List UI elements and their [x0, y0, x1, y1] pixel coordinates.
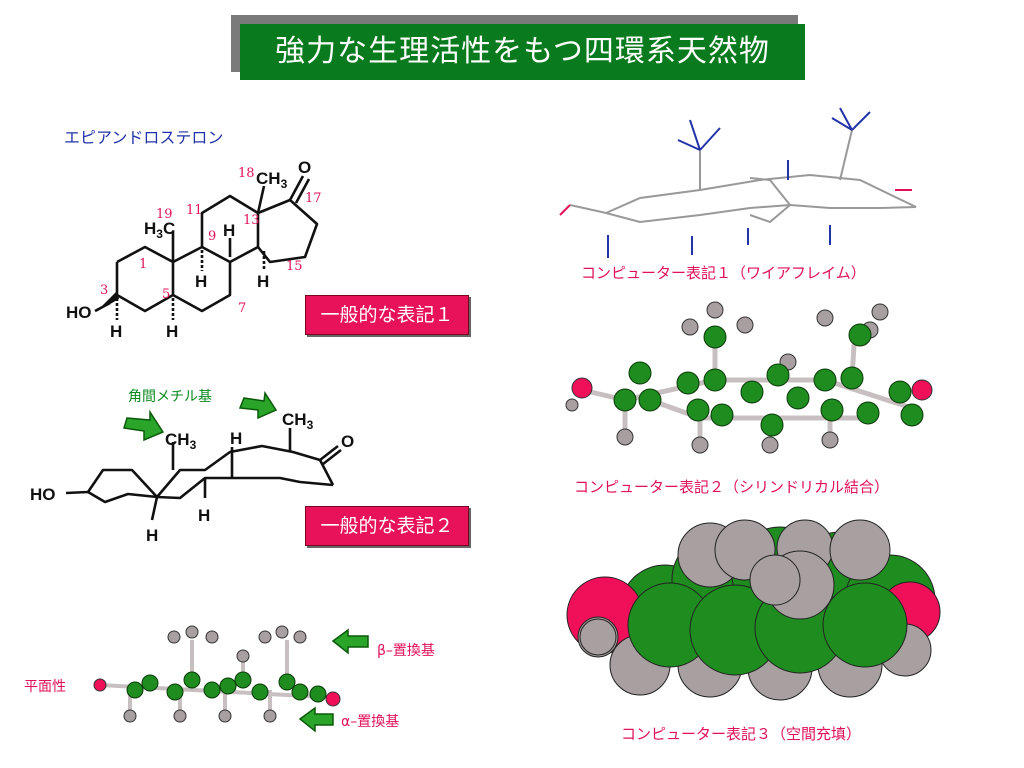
side-view-model	[93, 625, 341, 723]
skeletal-formula	[94, 175, 319, 320]
caption-cylindrical: コンピューター表記２（シリンドリカル結合）	[574, 478, 890, 496]
atom-o-17: O	[298, 158, 311, 177]
atom-h-top: H	[230, 429, 242, 448]
caption-space-filling: コンピューター表記３（空間充填）	[621, 725, 862, 743]
atom-ch3-b: CH3	[282, 410, 314, 432]
atom-h-8: H	[223, 221, 235, 240]
atom-h-mid: H	[198, 506, 210, 525]
locant-13: 13	[243, 213, 260, 228]
locant-7: 7	[238, 301, 246, 316]
locant-3: 3	[100, 283, 108, 298]
chair-formula	[65, 428, 342, 521]
compound-name: エピアンドロステロン	[64, 128, 224, 147]
atom-ch3-a: CH3	[165, 430, 197, 452]
atom-h-3: H	[110, 322, 122, 341]
angular-methyl-label: 角間メチル基	[128, 389, 212, 405]
locant-1: 1	[139, 257, 147, 272]
locant-17: 17	[305, 191, 322, 206]
planar-label: 平面性	[24, 679, 66, 695]
locant-11: 11	[186, 203, 203, 218]
beta-label: β–置換基	[377, 643, 435, 659]
arrow-icon-alpha	[298, 706, 334, 733]
box-label-2: 一般的な表記２	[305, 506, 469, 546]
atom-ho-2: HO	[30, 485, 56, 504]
alpha-label: α–置換基	[341, 714, 400, 730]
wireframe-model	[559, 107, 917, 258]
box-label-1: 一般的な表記１	[305, 295, 469, 335]
locant-5: 5	[162, 287, 170, 302]
atom-o-2: O	[341, 432, 354, 451]
page-title: 強力な生理活性をもつ四環系天然物	[240, 24, 805, 80]
atom-ho-1: HO	[66, 303, 92, 322]
arrow-icon-beta	[331, 628, 369, 655]
arrow-icon-methyl-a	[123, 409, 165, 442]
atom-h-14: H	[257, 272, 269, 291]
wedge-bond	[96, 291, 119, 312]
atom-h-5: H	[166, 322, 178, 341]
cylinder-model	[565, 301, 933, 454]
locant-9: 9	[208, 229, 216, 244]
atom-ch3-18: CH3	[256, 169, 288, 191]
atom-h-low: H	[146, 526, 158, 545]
atom-h3c-19: H3C	[144, 219, 175, 241]
locant-15: 15	[286, 259, 303, 274]
locant-18: 18	[238, 166, 255, 181]
caption-wireframe: コンピューター表記１（ワイアフレイム）	[581, 264, 866, 282]
locant-19: 19	[156, 207, 173, 222]
space-filling-model	[566, 519, 941, 701]
arrow-icon-methyl-b	[238, 390, 278, 420]
atom-h-9: H	[195, 272, 207, 291]
